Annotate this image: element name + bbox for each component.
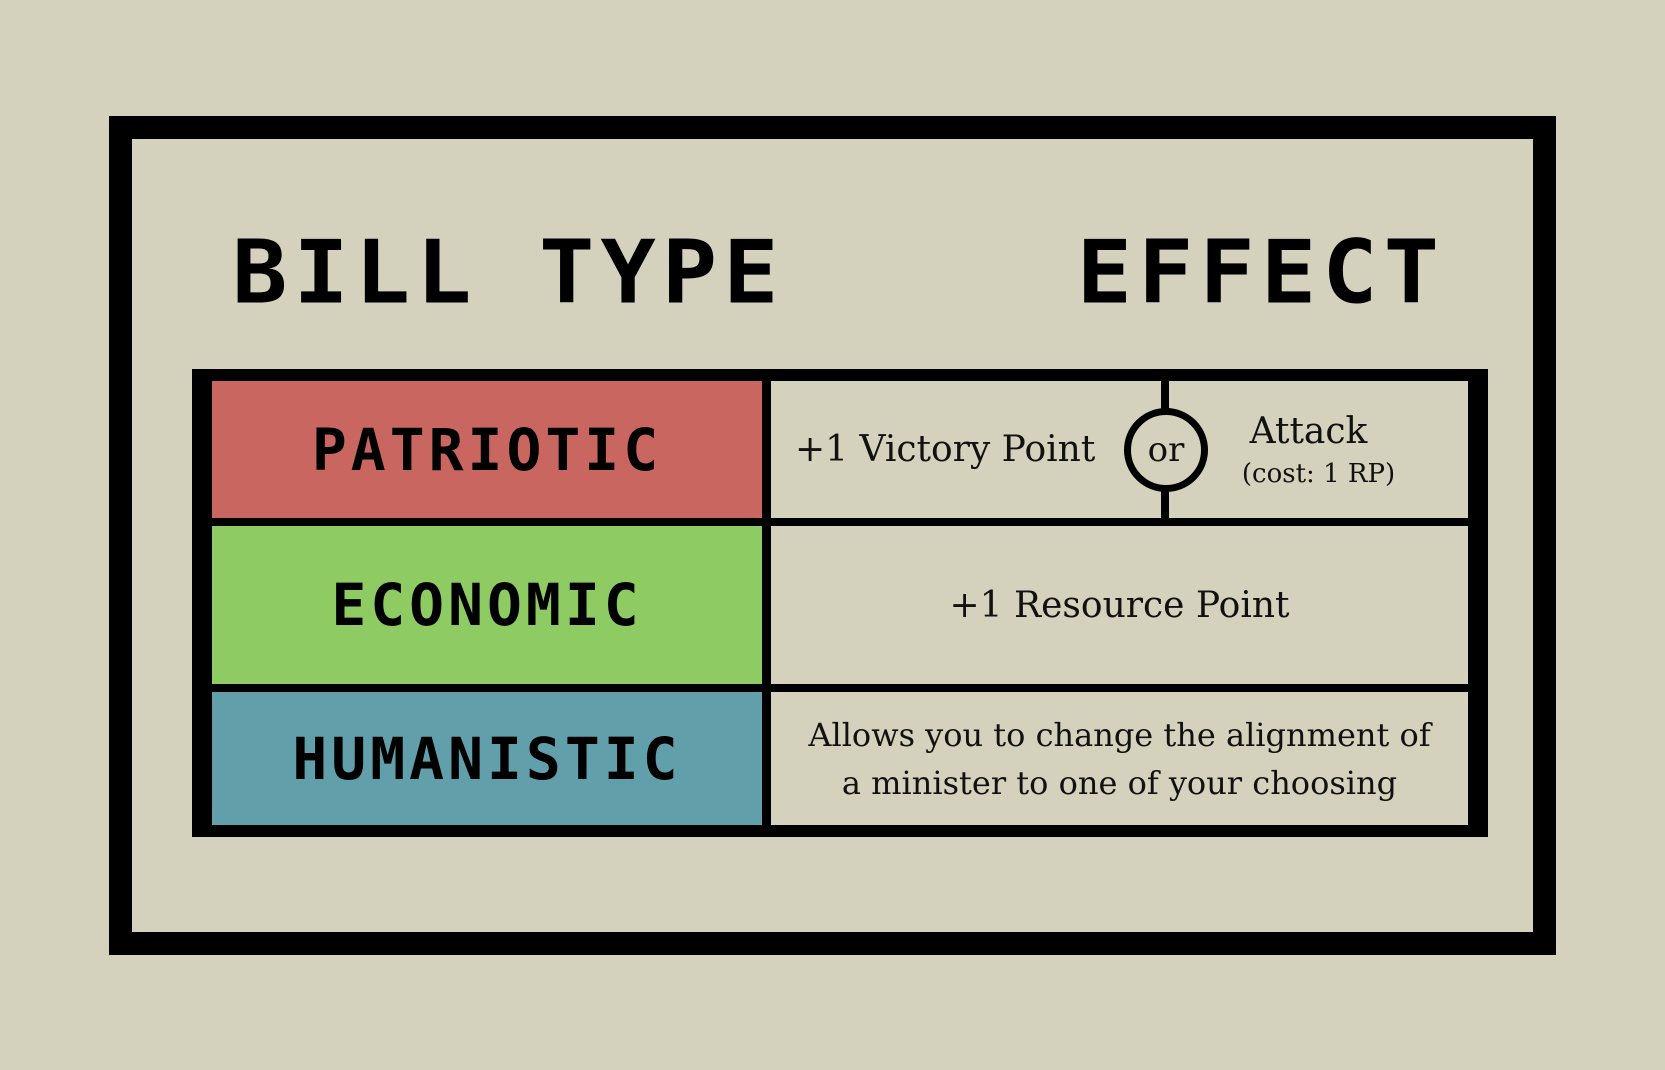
table-row-humanistic: HUMANISTIC Allows you to change the alig…	[212, 692, 1468, 825]
or-badge: or	[1124, 408, 1208, 492]
bill-type-economic: ECONOMIC	[212, 526, 762, 684]
effect-change-alignment: Allows you to change the alignment of a …	[788, 711, 1450, 807]
bill-effects-table: PATRIOTIC +1 Victory Point or Attack (co…	[192, 369, 1488, 837]
effect-line-1: Allows you to change the alignment of	[808, 715, 1431, 754]
bill-type-card: BILL TYPE EFFECT PATRIOTIC +1 Victory Po…	[109, 116, 1556, 955]
effect-attack: Attack (cost: 1 RP)	[1169, 381, 1468, 518]
effect-attack-label: Attack	[1249, 410, 1368, 452]
bill-type-humanistic: HUMANISTIC	[212, 692, 762, 825]
effect-heading: EFFECT	[1076, 221, 1445, 324]
effect-resource-point: +1 Resource Point	[949, 584, 1290, 626]
bill-type-patriotic: PATRIOTIC	[212, 381, 762, 518]
table-row-patriotic: PATRIOTIC +1 Victory Point or Attack (co…	[212, 381, 1468, 518]
effect-cell-economic: +1 Resource Point	[771, 526, 1468, 684]
effect-victory-point: +1 Victory Point	[795, 429, 1096, 470]
effect-attack-cost: (cost: 1 RP)	[1241, 458, 1396, 489]
table-row-economic: ECONOMIC +1 Resource Point	[212, 526, 1468, 684]
effect-cell-humanistic: Allows you to change the alignment of a …	[771, 692, 1468, 825]
effect-line-2: a minister to one of your choosing	[841, 763, 1398, 802]
effect-cell-patriotic: +1 Victory Point or Attack (cost: 1 RP)	[771, 381, 1468, 518]
bill-type-heading: BILL TYPE	[232, 221, 785, 324]
